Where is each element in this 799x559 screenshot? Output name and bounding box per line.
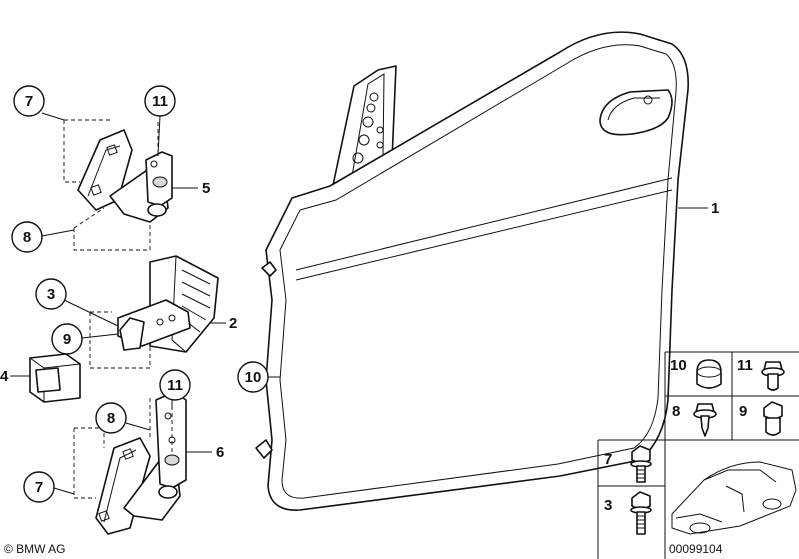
car-silhouette-icon [671, 461, 797, 535]
svg-text:3: 3 [47, 286, 55, 303]
copyright-text: © BMW AG [4, 542, 66, 556]
lower-hinge [95, 391, 187, 535]
callout-11-top: 11 [144, 85, 176, 117]
callout-9: 9 [51, 323, 83, 355]
legend-label-3: 3 [604, 497, 612, 514]
callout-3: 3 [35, 278, 67, 310]
svg-text:8: 8 [23, 229, 31, 246]
svg-text:11: 11 [167, 377, 183, 394]
door-buffer [29, 353, 81, 403]
callout-7-bottom: 7 [23, 471, 55, 503]
flange-bolt [761, 361, 785, 391]
legend-label-7: 7 [604, 451, 612, 468]
label-4: 4 [0, 368, 9, 385]
flange-screw [693, 403, 717, 437]
diagram-number: 00099104 [669, 542, 723, 556]
legend-label-10: 10 [670, 357, 687, 374]
door-panel [255, 31, 689, 511]
svg-text:7: 7 [25, 93, 33, 110]
legend-label-8: 8 [672, 403, 680, 420]
label-6: 6 [216, 444, 224, 461]
callout-8-top: 8 [11, 221, 43, 253]
label-2: 2 [229, 315, 237, 332]
callout-11-bottom: 11 [159, 369, 191, 401]
svg-text:10: 10 [245, 369, 262, 386]
svg-text:8: 8 [107, 410, 115, 427]
fastener-legend: 10 11 8 9 7 3 [597, 351, 799, 559]
legend-label-9: 9 [739, 403, 747, 420]
svg-text:9: 9 [63, 331, 71, 348]
svg-text:11: 11 [152, 93, 168, 110]
cap-fastener [696, 359, 722, 389]
leader-lines [10, 112, 708, 495]
callout-7-top: 7 [13, 85, 45, 117]
svg-text:7: 7 [35, 479, 43, 496]
door-check [117, 255, 219, 353]
hex-bolt-3 [630, 491, 652, 535]
legend-label-11: 11 [737, 357, 753, 374]
label-5: 5 [202, 180, 210, 197]
label-1: 1 [711, 200, 719, 217]
upper-hinge [77, 129, 173, 223]
hex-bolt-7 [630, 445, 652, 483]
callout-10: 10 [237, 361, 269, 393]
callout-8-bottom: 8 [95, 402, 127, 434]
hex-nut [763, 401, 783, 436]
